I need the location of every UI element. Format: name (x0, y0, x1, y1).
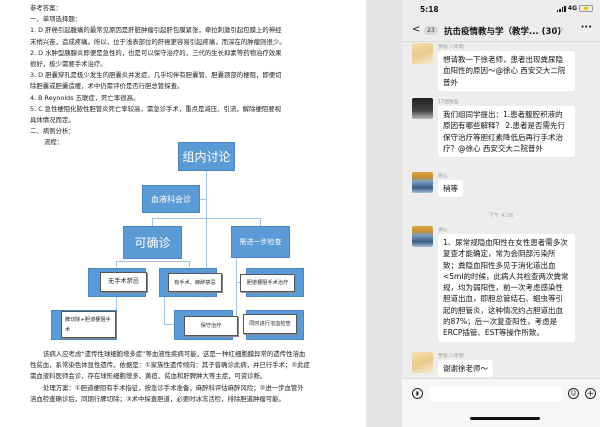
flow-confirm: 可确诊 (123, 226, 182, 259)
emoji-icon[interactable]: ☺ (568, 388, 579, 399)
connector (206, 171, 207, 298)
voice-icon[interactable]: ◗ (412, 388, 423, 399)
answer-1-line2: 末梢兴奋，造成疼痛。所以，位于浅表部位的肝癌更容易引起疼痛，而深在的肿瘤则很少。 (30, 37, 286, 46)
flow-conservative: 保守治疗 (184, 316, 238, 336)
flow-further: 需进一步检查 (231, 226, 290, 258)
viewer-gutter (366, 0, 402, 427)
answer-3-line1: 3. D 胆囊穿孔是极少发生的胆囊炎并发症，几乎均伴有胆囊管、胆囊颈部的梗阻，即… (30, 71, 282, 80)
avatar[interactable] (412, 352, 433, 373)
network-label: 4G (567, 5, 577, 12)
chat-message: 徐心 稍等 (412, 172, 597, 200)
connector (260, 218, 261, 226)
analysis-para-1: 该病人应考虑“遗传性球细胞增多症”等血液性疾病可能，这是一种红细胞膜异常的遗传性… (30, 350, 310, 381)
message-input[interactable] (429, 386, 562, 401)
answer-1-line1: 1. D 肝癌引起腹痛的最常见原因是肝脏肿瘤引起肝包膜紧张，牵拉刺激引起包膜上的… (30, 26, 282, 35)
connector (152, 218, 261, 219)
section2-heading: 二、病例分析： (30, 127, 75, 136)
connector (152, 218, 153, 226)
message-bubble[interactable]: 想请教一下徐老师，患者出现粪尿隐血阳性的原因～@徐心 西安交大二院普外 (438, 51, 575, 91)
back-chevron-icon[interactable]: < (412, 24, 421, 35)
flow-biliary: 胆道梗阻手术治疗 (240, 274, 295, 292)
connector (164, 324, 174, 325)
more-options-icon[interactable]: ··· (580, 22, 592, 33)
sender-name: 徐心 (438, 174, 448, 179)
chat-message: 贾韬 八年制 想请教一下徐老师，患者出现粪尿隐血阳性的原因～@徐心 西安交大二院… (412, 43, 597, 103)
status-indicators: 4G (556, 5, 593, 12)
connector (236, 282, 242, 283)
chat-message: 徐心 1、尿常规隐血阳性在女性患者需多次复查才能确定，常为会阴部污染所致；粪隐血… (412, 226, 597, 342)
answer-4-line1: 4. B Reynolds 五联症，死亡率很高。 (30, 93, 140, 102)
connector (116, 261, 117, 267)
avatar[interactable] (412, 98, 433, 119)
answer-text: 参考答案： 一、单项选择题： 1. D 肝癌引起腹痛的最常见原因是肝脏肿瘤引起肝… (30, 3, 310, 149)
chat-title: 抗击疫情教与学（教学... (30) (444, 25, 561, 37)
message-bubble[interactable]: 1、尿常规隐血阳性在女性患者需多次复查才能确定，常为会阴部污染所致；粪隐血阳性多… (438, 234, 575, 342)
sender-name: 贾韬 八年制 (438, 354, 464, 359)
member-count: (30) (541, 27, 562, 37)
input-bar: ◗ ☺ + (402, 378, 600, 427)
phone-chat-screen: 5:18 4G < 23 抗击疫情教与学（教学... (30) ♀ ⍾ ··· … (402, 0, 600, 427)
connector (116, 297, 117, 317)
analysis-para-2: 处理方案：①胆道梗阻有手术指征，按急诊手术准备，麻醉科评估麻醉风险；②进一步血管… (30, 383, 304, 403)
message-bubble[interactable]: 稍等 (438, 180, 463, 198)
sender-name: 17组张盈 (438, 100, 459, 105)
plus-icon[interactable]: + (585, 388, 596, 399)
avatar[interactable] (412, 226, 433, 247)
flow-label: 流程： (44, 138, 64, 147)
connector (164, 297, 165, 324)
avatar[interactable] (412, 172, 433, 193)
sender-name: 徐心 (438, 228, 448, 233)
group-name: 抗击疫情教与学（教学... (444, 27, 539, 37)
message-bubble[interactable]: 谢谢徐老师～ (438, 360, 493, 378)
connector (116, 261, 190, 262)
status-time: 5:18 (420, 5, 439, 14)
connector (200, 199, 206, 200)
flow-no-contra: 无手术禁忌 (100, 272, 147, 292)
status-bar: 5:18 4G (402, 0, 600, 20)
sender-name: 贾韬 八年制 (438, 45, 464, 50)
flow-root: 组内讨论 (178, 142, 235, 171)
chat-message: 贾韬 八年制 谢谢徐老师～ (412, 352, 597, 378)
chat-message: 17组张盈 我们组同学提出：1.患者腹腔积液的原因有哪些解释？ 2.患者是否需先… (412, 98, 597, 168)
chat-timestamp: 下午 4:06 (488, 213, 514, 219)
flow-splenectomy: 脾切除+胆道梗阻手术 (61, 311, 116, 338)
document-page: 参考答案： 一、单项选择题： 1. D 肝癌引起腹痛的最常见原因是肝脏肿瘤引起肝… (0, 0, 366, 427)
unread-count-badge[interactable]: 23 (424, 26, 438, 35)
answer-3-line2: 除胆囊或胆囊造瘘，术中仍需评价是否行胆总管探查。 (30, 82, 184, 91)
chat-header: < 23 抗击疫情教与学（教学... (30) ♀ ⍾ ··· (402, 20, 600, 42)
flow-hemo-check: 同时进行溶血检查 (243, 314, 297, 334)
flow-has-contra: 有手术、麻醉禁忌 (168, 273, 222, 292)
signal-icon (556, 5, 566, 12)
avatar[interactable] (412, 43, 433, 64)
battery-icon (579, 5, 593, 12)
section1-heading: 一、单项选择题： (30, 15, 82, 24)
case-analysis: 该病人应考虑“遗传性球细胞增多症”等血液性疾病可能，这是一种红细胞膜异常的遗传性… (30, 349, 310, 405)
home-indicator[interactable] (470, 417, 540, 420)
message-bubble[interactable]: 我们组同学提出：1.患者腹腔积液的原因有哪些解释？ 2.患者是否需先行保守治疗等… (438, 106, 575, 158)
answer-2-line1: 2. D 水肿型胰腺炎即便是急性的，也是可以保守治疗的，三代的生长抑素等药物治疗… (30, 48, 282, 57)
answer-5-line1: 5. C 急性梗阻化脓性胆管炎死亡率较高，需急诊手术，重点是减压、引流，解除梗阻… (30, 104, 282, 113)
mute-bell-icon: ♀ ⍾ (553, 26, 564, 33)
flow-consult: 血液科会诊 (142, 185, 200, 213)
connector (236, 258, 237, 326)
doc-heading: 参考答案： (30, 4, 62, 12)
connector (189, 261, 190, 267)
answer-5-line2: 具体情况而定。 (30, 116, 75, 125)
answer-2-line2: 很好，极少需要手术治疗。 (30, 60, 107, 69)
